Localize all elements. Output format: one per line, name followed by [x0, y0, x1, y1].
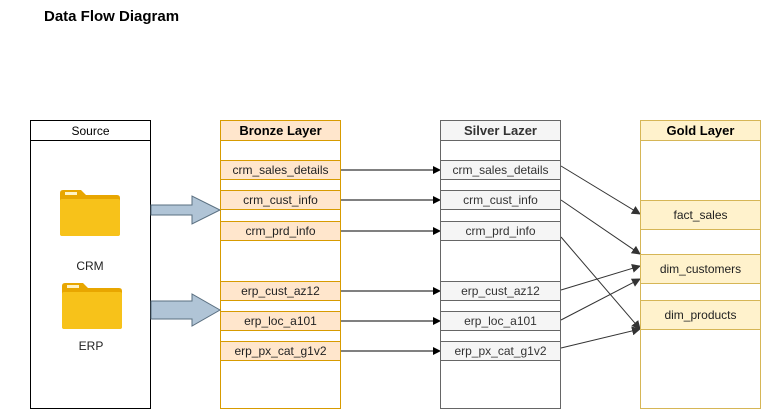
link-silver-gold-6: [560, 326, 641, 349]
erp-to-bronze-arrow: [150, 293, 222, 327]
source-column-header: Source: [31, 121, 150, 141]
silver-layer-header: Silver Lazer: [441, 121, 560, 141]
bronze-node-erp-px-cat-g1v2: erp_px_cat_g1v2: [220, 341, 341, 361]
link-silver-gold-3: [560, 236, 641, 330]
silver-node-crm-prd-info: crm_prd_info: [440, 221, 561, 241]
link-silver-gold-4: [560, 264, 641, 291]
bronze-node-crm-sales-details: crm_sales_details: [220, 160, 341, 180]
crm-source-label: CRM: [76, 259, 104, 273]
erp-folder-icon: [62, 283, 122, 329]
bronze-node-crm-cust-info: crm_cust_info: [220, 190, 341, 210]
gold-node-dim-customers: dim_customers: [640, 254, 761, 284]
silver-node-erp-cust-az12: erp_cust_az12: [440, 281, 561, 301]
crm-folder-icon: [60, 190, 120, 236]
silver-layer-column: Silver Lazer: [440, 120, 561, 409]
gold-node-dim-products: dim_products: [640, 300, 761, 330]
link-silver-gold-2: [560, 199, 641, 255]
silver-node-crm-sales-details: crm_sales_details: [440, 160, 561, 180]
crm-to-bronze-arrow: [150, 195, 222, 225]
gold-node-fact-sales: fact_sales: [640, 200, 761, 230]
bronze-layer-column: Bronze Layer: [220, 120, 341, 409]
link-silver-gold-5: [560, 278, 641, 321]
erp-source-label: ERP: [78, 339, 104, 353]
bronze-node-crm-prd-info: crm_prd_info: [220, 221, 341, 241]
bronze-node-erp-cust-az12: erp_cust_az12: [220, 281, 341, 301]
bronze-node-erp-loc-a101: erp_loc_a101: [220, 311, 341, 331]
bronze-layer-header: Bronze Layer: [221, 121, 340, 141]
silver-node-erp-loc-a101: erp_loc_a101: [440, 311, 561, 331]
gold-layer-header: Gold Layer: [641, 121, 760, 141]
silver-node-crm-cust-info: crm_cust_info: [440, 190, 561, 210]
link-silver-gold-1: [560, 165, 641, 215]
silver-node-erp-px-cat-g1v2: erp_px_cat_g1v2: [440, 341, 561, 361]
source-column: Source: [30, 120, 151, 409]
page-title: Data Flow Diagram: [44, 8, 180, 25]
